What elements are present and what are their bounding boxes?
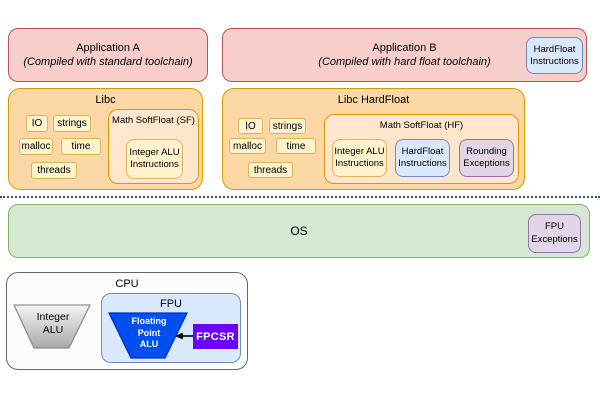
module-malloc: malloc xyxy=(229,138,266,154)
os-layer-box: OS FPU Exceptions xyxy=(8,204,590,258)
integer-alu-instructions-box: Integer ALU Instructions xyxy=(332,139,387,177)
libc-title: Libc xyxy=(95,94,116,106)
math-softfloat-sf-title: Math SoftFloat (SF) xyxy=(112,115,195,126)
libc-hardfloat-box: Libc HardFloat IO strings malloc time th… xyxy=(222,88,525,190)
module-io: IO xyxy=(238,118,263,134)
math-softfloat-hf-title: Math SoftFloat (HF) xyxy=(379,120,464,131)
fpcsr-to-fpalu-arrow-icon xyxy=(175,332,193,340)
libc-hardfloat-title: Libc HardFloat xyxy=(337,94,410,106)
math-softfloat-sf-box: Math SoftFloat (SF) Integer ALU Instruct… xyxy=(108,109,199,184)
module-io: IO xyxy=(26,115,48,132)
module-time: time xyxy=(61,138,101,155)
user-kernel-divider xyxy=(0,196,600,198)
floating-point-alu-label: Floating Point ALU xyxy=(131,316,167,350)
rounding-exceptions-box: Rounding Exceptions xyxy=(459,139,514,177)
application-b-subtitle: (Compiled with hard float toolchain) xyxy=(318,56,491,68)
fpu-box: FPU Floating Point ALU FPCSR xyxy=(101,293,241,363)
cpu-title: CPU xyxy=(115,278,139,290)
application-a-title: Application A xyxy=(76,41,140,54)
integer-alu-instructions-box: Integer ALU Instructions xyxy=(126,139,183,179)
application-a-subtitle: (Compiled with standard toolchain) xyxy=(23,56,193,68)
module-time: time xyxy=(276,138,316,154)
fpcsr-box: FPCSR xyxy=(193,324,238,349)
floating-point-alu-trapezoid xyxy=(108,312,189,359)
integer-alu-label: Integer ALU xyxy=(36,311,70,337)
integer-alu-trapezoid xyxy=(13,304,92,349)
fpu-title: FPU xyxy=(160,298,182,310)
cpu-box: CPU Integer ALU FPU Floating Point ALU F… xyxy=(6,272,248,370)
application-b-box: Application B (Compiled with hard float … xyxy=(222,28,587,82)
application-a-box: Application A (Compiled with standard to… xyxy=(8,28,208,82)
module-malloc: malloc xyxy=(19,138,53,155)
application-b-title: Application B xyxy=(372,41,437,54)
module-strings: strings xyxy=(53,115,91,132)
hardfloat-instructions-box: HardFloat Instructions xyxy=(395,139,450,177)
module-strings: strings xyxy=(269,118,306,134)
math-softfloat-hf-box: Math SoftFloat (HF) Integer ALU Instruct… xyxy=(324,114,519,184)
libc-box: Libc IO strings malloc time threads Math… xyxy=(8,88,203,190)
os-title: OS xyxy=(290,224,308,238)
module-threads: threads xyxy=(248,162,293,178)
hardfloat-instructions-chip: HardFloat Instructions xyxy=(526,37,583,74)
module-threads: threads xyxy=(31,162,77,179)
fpu-exceptions-box: FPU Exceptions xyxy=(528,214,581,253)
